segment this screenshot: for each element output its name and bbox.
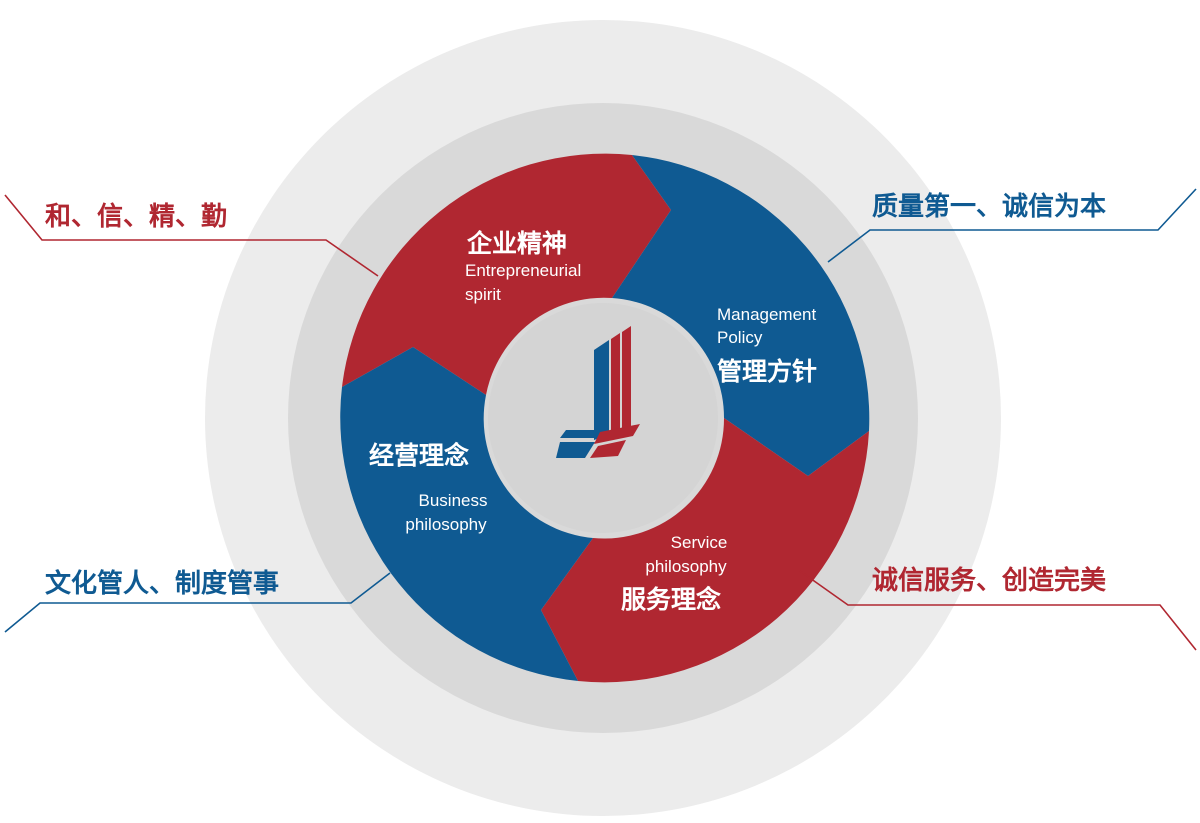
segment-right-title: 管理方针 (717, 357, 817, 386)
segment-top-subtitle-1: Entrepreneurial (465, 261, 581, 280)
segment-left-subtitle-1: Business (419, 491, 488, 510)
segment-top-red (342, 153, 671, 395)
segment-right-subtitle-2: Policy (717, 328, 763, 347)
company-logo-icon (556, 326, 640, 458)
segment-left-subtitle-2: philosophy (405, 515, 487, 534)
callout-bottom-right-text: 诚信服务、创造完美 (872, 565, 1106, 596)
callout-top-left-text: 和、信、精、勤 (45, 202, 227, 232)
segment-top-subtitle-2: spirit (465, 285, 501, 304)
segment-bottom-subtitle-1: Service (671, 533, 728, 552)
segment-right-blue (612, 155, 870, 476)
callout-bottom-left-text: 文化管人、制度管事 (45, 568, 279, 599)
callout-bottom-right-line (799, 570, 1197, 651)
callout-bottom-left-line (4, 572, 391, 633)
segment-bottom-subtitle-2: philosophy (645, 557, 727, 576)
segment-left-blue (340, 347, 593, 681)
segment-bottom-red (541, 418, 869, 683)
segment-right-subtitle-1: Management (717, 305, 817, 324)
callout-top-right-line (827, 188, 1197, 263)
segment-bottom-title: 服务理念 (621, 585, 721, 614)
callout-top-left-line (4, 194, 379, 277)
callout-top-right-text: 质量第一、诚信为本 (872, 191, 1106, 222)
segment-left-title: 经营理念 (369, 441, 469, 470)
segment-top-title: 企业精神 (467, 229, 567, 258)
